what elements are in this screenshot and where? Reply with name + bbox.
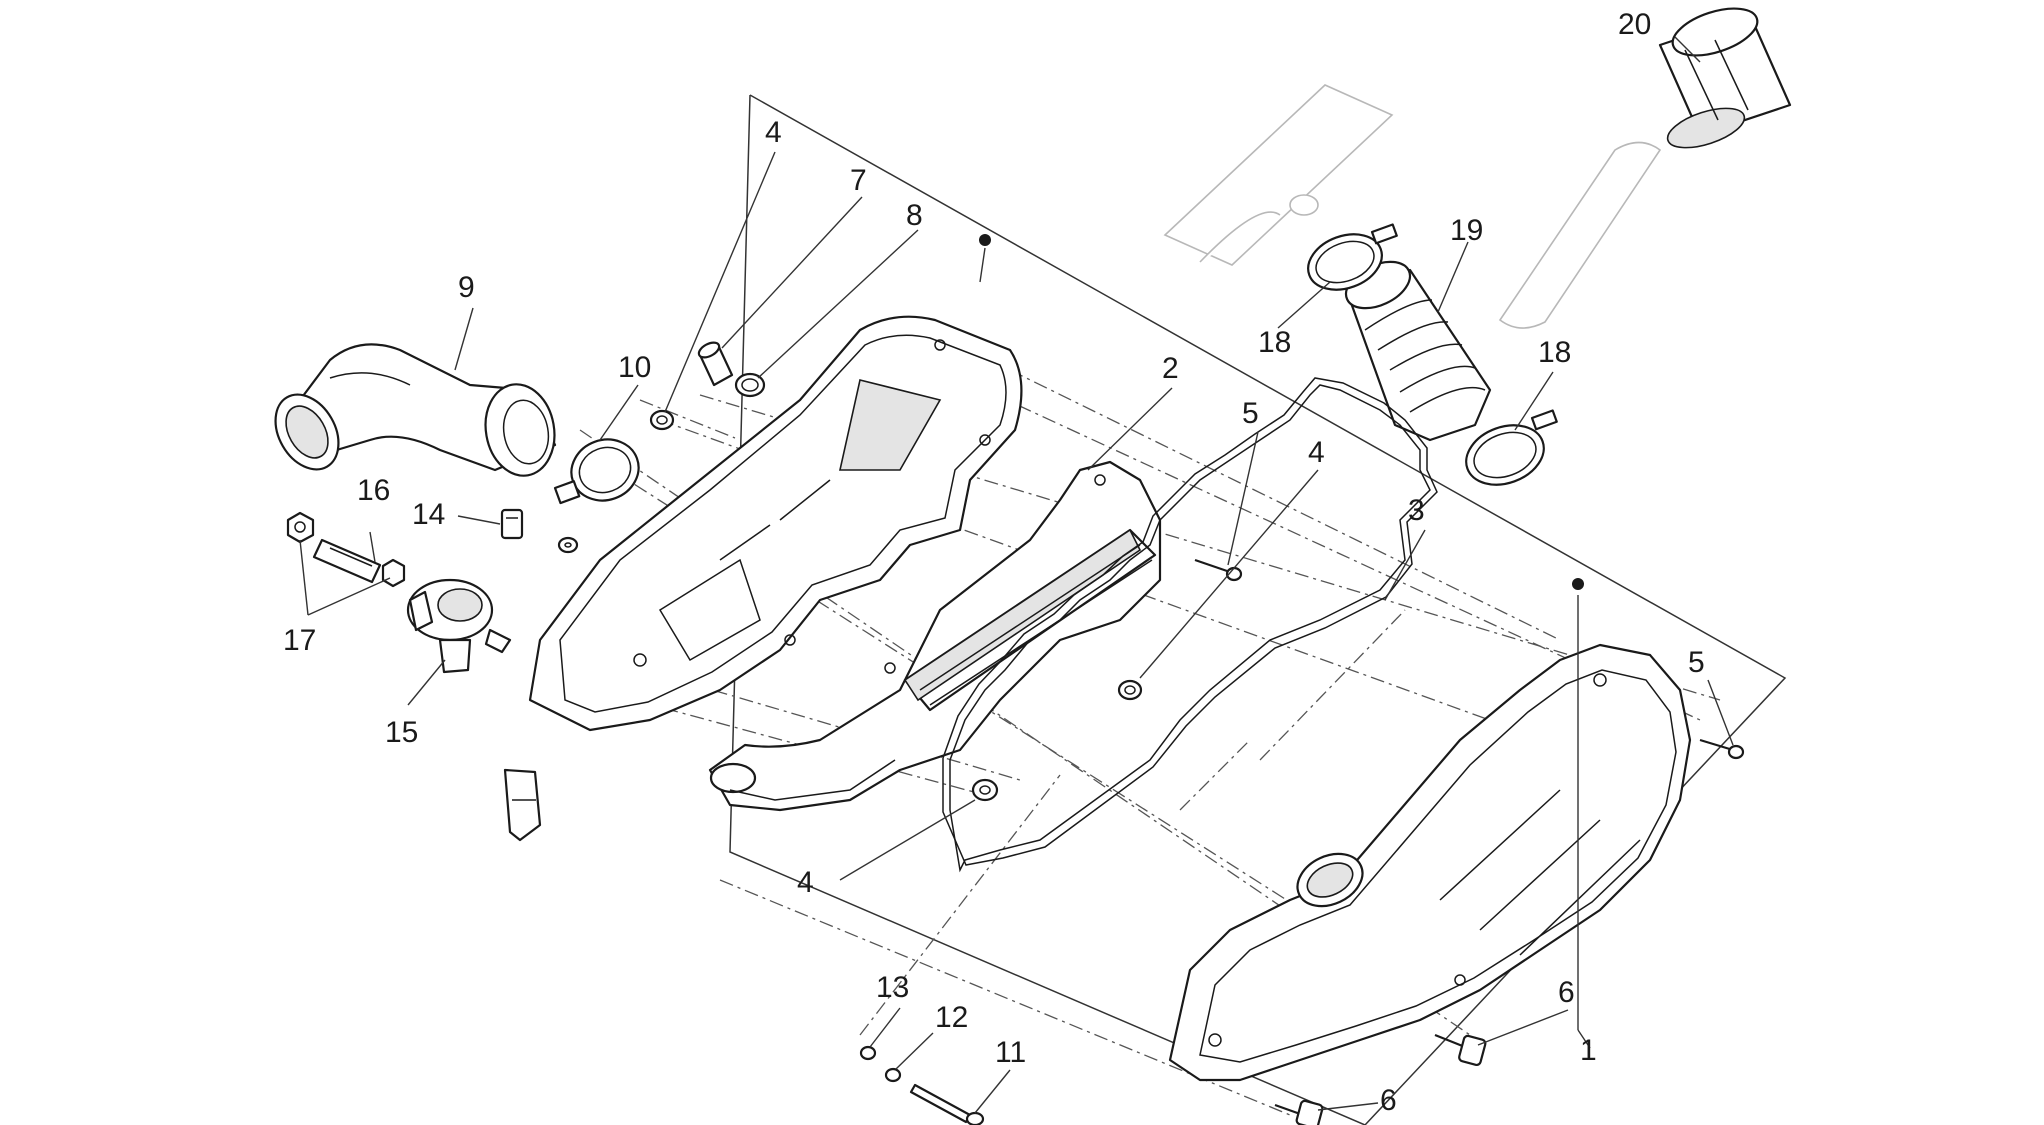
callout-10: 10 [618,351,651,384]
assembly-frame [729,94,1787,1125]
part-14-clip [500,508,524,540]
callout-11: 11 [995,1036,1026,1069]
callout-3: 3 [1408,494,1425,527]
part-16-stud [312,538,382,584]
callout-6-upper: 6 [1558,976,1575,1009]
callout-5-right: 5 [1688,646,1705,679]
callout-16: 16 [357,474,390,507]
part-11-bolt [909,1083,985,1125]
part-17-nut-b [381,558,406,588]
callout-12: 12 [935,1001,968,1034]
callout-15: 15 [385,716,418,749]
callout-19: 19 [1450,214,1483,247]
callout-18-lower: 18 [1538,336,1571,369]
drain-hose [503,768,542,842]
part-3-gasket [942,377,1438,873]
part-12-washer [884,1067,902,1083]
callout-18-upper: 18 [1258,326,1291,359]
callout-1: 1 [1580,1034,1597,1067]
part-4-grommet-lower [971,778,999,802]
part-4-grommet-mid [1117,679,1143,701]
part-15-sensor [406,578,512,674]
callout-17: 17 [283,624,316,657]
part-18-clamp-lower [1465,409,1558,486]
callout-4-lower: 4 [797,866,814,899]
callout-4-mid: 4 [1308,436,1325,469]
callout-13: 13 [876,971,909,1004]
washer-near-10 [557,536,579,554]
part-18-clamp-upper [1307,223,1398,291]
part-8-spring-clip [734,372,766,398]
part-17-nut-a [286,511,315,544]
part-19-bellows [1344,260,1492,442]
callout-9: 9 [458,271,475,304]
part-20-snorkel [1658,7,1792,149]
callout-5-upper: 5 [1242,397,1259,430]
callout-14: 14 [412,498,445,531]
part-5-screw-a [1194,558,1243,582]
callout-7: 7 [850,164,867,197]
airbox-housing [528,315,1023,732]
reference-dot-right [1572,578,1584,590]
part-10-hose-clamp [553,438,640,505]
ghost-intake-duct [1163,84,1662,329]
part-13-washer [859,1045,877,1061]
part-4-grommet-upper [649,409,675,431]
callout-20: 20 [1618,8,1651,41]
part-2-filter-frame [708,460,1162,812]
callout-8: 8 [906,199,923,232]
callout-6-lower: 6 [1380,1084,1397,1117]
part-6-knob-a [1434,1033,1487,1067]
callout-2: 2 [1162,352,1179,385]
part-5-screw-b [1699,738,1745,760]
part-7-bushing [697,341,734,387]
leader-lines [299,36,1734,1114]
part-9-intake-elbow [274,343,557,477]
part-6-knob-b [1274,1099,1324,1125]
reference-dot-upper [979,234,991,246]
callout-4-upper: 4 [765,116,782,149]
part-1-cover [1168,643,1692,1082]
callout-labels: 20 19 18 18 4 7 8 9 10 2 5 4 3 16 14 17 … [283,8,1705,1117]
filter-element [903,528,1157,712]
